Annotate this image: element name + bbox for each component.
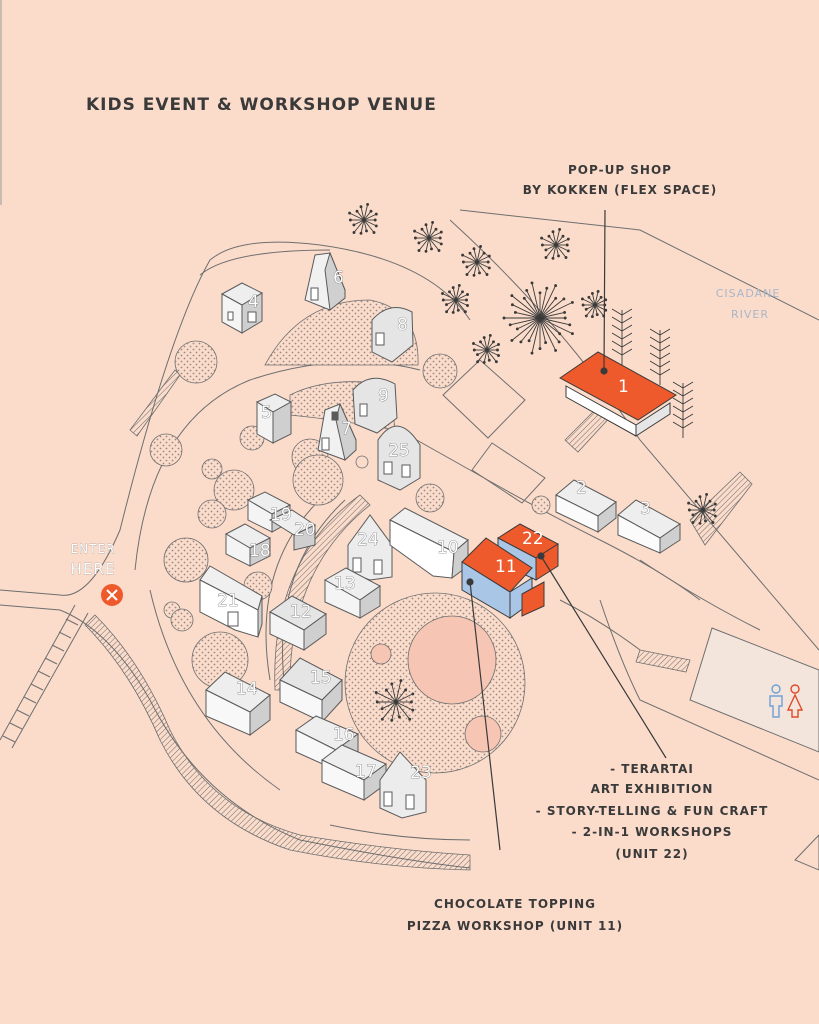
buildings bbox=[199, 251, 681, 819]
unit-label: 6 bbox=[333, 268, 344, 288]
tree-icon bbox=[580, 289, 608, 319]
tree-icon bbox=[540, 227, 570, 260]
unit-label: 14 bbox=[236, 679, 258, 699]
unit-15-building bbox=[279, 657, 343, 724]
restroom-icon bbox=[769, 684, 804, 718]
tree-icon bbox=[461, 244, 491, 277]
unit-label: 8 bbox=[397, 315, 408, 335]
tree-icon bbox=[348, 202, 378, 235]
unit-labels: 1 2 3 4 5 6 7 8 9 10 11 12 13 14 15 16 1… bbox=[217, 268, 651, 784]
tree-icon bbox=[502, 281, 574, 355]
chocolate-workshop-label: PIZZA WORKSHOP (UNIT 11) bbox=[407, 919, 623, 933]
unit-label: 23 bbox=[410, 763, 432, 783]
hatched-edge-top bbox=[129, 369, 181, 437]
terartai-label: - TERARTAI bbox=[610, 762, 694, 776]
popup-shop-label: POP-UP SHOP bbox=[568, 163, 672, 177]
entrance-bridge bbox=[0, 604, 89, 749]
unit-label: 10 bbox=[437, 538, 459, 558]
unit-label: 19 bbox=[270, 505, 292, 525]
unit-4-building bbox=[220, 282, 264, 334]
hatched-path-left bbox=[84, 614, 471, 871]
unit-5-building bbox=[255, 393, 293, 444]
enter-here-label: ENTER bbox=[71, 542, 116, 556]
unit-label: 22 bbox=[522, 529, 544, 549]
popup-shop-label: BY KOKKEN (FLEX SPACE) bbox=[523, 183, 717, 197]
unit-10-building bbox=[389, 507, 469, 580]
enter-here-label: HERE bbox=[71, 560, 116, 578]
terrace-b bbox=[471, 442, 546, 504]
hatched-stairs-right bbox=[689, 471, 753, 546]
fern-icon bbox=[611, 308, 633, 365]
unit-1-building-highlighted bbox=[559, 351, 677, 437]
trees bbox=[348, 202, 717, 722]
unit-24-building bbox=[347, 514, 393, 581]
unit-label: 9 bbox=[378, 386, 389, 406]
fern-icon bbox=[672, 381, 694, 438]
unit-6-building bbox=[304, 251, 346, 311]
unit-18-19-20-building bbox=[224, 491, 317, 567]
fern-icon bbox=[649, 328, 671, 385]
unit-label: 18 bbox=[249, 541, 271, 561]
tree-icon bbox=[441, 283, 469, 314]
terartai-label: - STORY-TELLING & FUN CRAFT bbox=[536, 804, 769, 818]
terartai-label: ART EXHIBITION bbox=[591, 782, 714, 796]
river-label: CISADANE bbox=[716, 287, 781, 300]
unit-2-building bbox=[555, 479, 617, 534]
unit-label: 2 bbox=[576, 478, 587, 498]
tree-icon bbox=[413, 220, 443, 253]
parking-area bbox=[689, 627, 819, 753]
unit-3-building bbox=[617, 499, 681, 554]
unit-label: 21 bbox=[217, 591, 239, 611]
unit-label: 7 bbox=[341, 419, 352, 439]
unit-label: 13 bbox=[334, 574, 356, 594]
tree-icon bbox=[687, 492, 717, 525]
unit-25-building bbox=[377, 425, 421, 491]
terrace-a bbox=[442, 359, 526, 439]
unit-7-building bbox=[317, 402, 357, 461]
unit-8-building bbox=[371, 307, 414, 363]
leader-lines bbox=[466, 209, 667, 851]
hatched-stairs-bottom bbox=[635, 649, 691, 673]
tree-icon bbox=[374, 679, 415, 722]
unit-label: 12 bbox=[290, 602, 312, 622]
tree-icon bbox=[472, 333, 500, 364]
unit-label: 16 bbox=[333, 725, 355, 745]
unit-label: 1 bbox=[618, 377, 629, 397]
unit-label: 5 bbox=[261, 403, 272, 423]
page-title: KIDS EVENT & WORKSHOP VENUE bbox=[86, 95, 437, 115]
unit-9-building bbox=[352, 377, 398, 434]
unit-11-building-highlighted bbox=[461, 537, 545, 619]
unit-label: 15 bbox=[310, 668, 332, 688]
unit-21-building bbox=[199, 565, 263, 638]
terartai-label: (UNIT 22) bbox=[615, 847, 688, 861]
unit-23-building bbox=[379, 751, 427, 819]
unit-label: 24 bbox=[357, 530, 379, 550]
terartai-label: - 2-IN-1 WORKSHOPS bbox=[572, 825, 733, 839]
close-icon[interactable] bbox=[101, 584, 123, 606]
unit-label: 3 bbox=[640, 499, 651, 519]
unit-label: 25 bbox=[388, 441, 410, 461]
unit-12-building bbox=[269, 595, 327, 651]
unit-label: 11 bbox=[495, 557, 517, 577]
river-label: RIVER bbox=[731, 308, 769, 321]
bottom-right-area bbox=[794, 834, 819, 871]
chocolate-workshop-label: CHOCOLATE TOPPING bbox=[434, 897, 596, 911]
unit-14-building bbox=[205, 671, 271, 736]
unit-label: 4 bbox=[248, 292, 259, 312]
unit-13-building bbox=[323, 567, 381, 619]
unit-label: 20 bbox=[294, 520, 316, 540]
unit-label: 17 bbox=[355, 762, 377, 782]
unit-17-building bbox=[321, 744, 388, 801]
